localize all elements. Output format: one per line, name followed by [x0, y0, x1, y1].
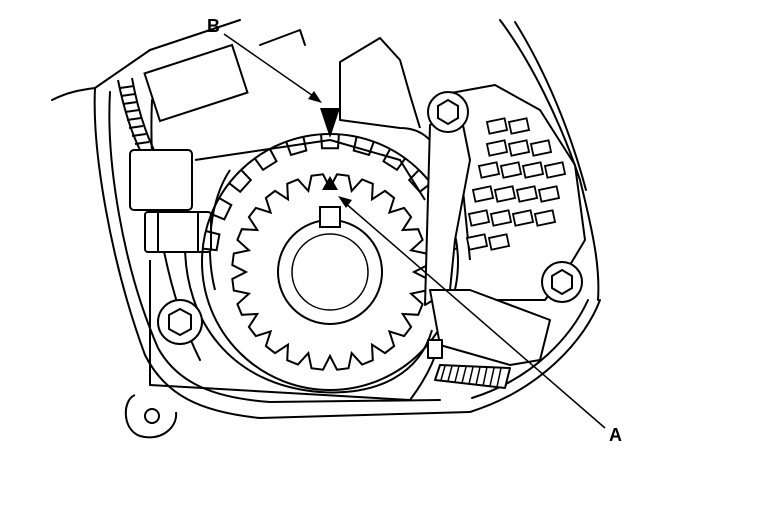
- tensioner-arm: [424, 109, 471, 306]
- crankshaft-hub: [277, 219, 383, 325]
- bolt-left: [157, 299, 203, 345]
- bolt-upper-right: [427, 91, 469, 133]
- callout-a-leader: [338, 196, 606, 429]
- housing-grid-ribs: [465, 117, 567, 251]
- grid-cell: [499, 161, 523, 179]
- grid-cell: [507, 139, 531, 157]
- grid-cell: [511, 209, 535, 227]
- grid-cell: [507, 117, 531, 135]
- grid-cell: [493, 185, 517, 203]
- grid-cell: [515, 185, 539, 203]
- grid-cell: [485, 117, 509, 135]
- lower-bracket: [427, 289, 551, 389]
- grid-cell: [471, 185, 495, 203]
- grid-cell: [477, 161, 501, 179]
- grid-cell: [465, 233, 489, 251]
- crank-sprocket: [231, 173, 429, 371]
- grid-cell: [529, 139, 553, 157]
- timing-mark-pointer: [320, 108, 340, 138]
- wire-harness: [117, 77, 155, 151]
- grid-cell: [489, 209, 513, 227]
- grid-cell: [533, 209, 557, 227]
- bolt-right: [541, 261, 583, 303]
- callout-a-label: A: [609, 425, 622, 445]
- grid-cell: [467, 209, 491, 227]
- grid-cell: [543, 161, 567, 179]
- grid-cell: [487, 233, 511, 251]
- callout-b-label: B: [207, 16, 220, 36]
- crankshaft-bore: [291, 233, 369, 311]
- grid-cell: [537, 185, 561, 203]
- cam-sensor-connector: [129, 43, 249, 253]
- grid-cell: [521, 161, 545, 179]
- timing-mark-sprocket: [322, 176, 338, 190]
- mounting-ear: [124, 394, 178, 439]
- bracket-hatching: [440, 365, 502, 388]
- grid-cell: [485, 139, 509, 157]
- engine-cover-outline: [51, 19, 601, 419]
- callout-b-leader: [223, 33, 322, 103]
- woodruff-key: [319, 206, 341, 228]
